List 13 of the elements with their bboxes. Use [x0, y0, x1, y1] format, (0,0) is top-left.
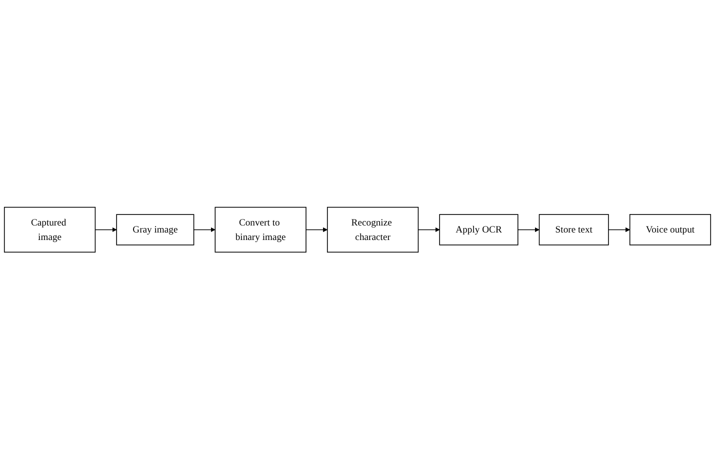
arrow	[193, 228, 216, 232]
node-box: Store text	[538, 214, 609, 246]
arrow	[306, 228, 328, 232]
node-box: Apply OCR	[439, 214, 518, 246]
arrow	[418, 228, 440, 232]
node-box: Captured image	[4, 207, 96, 253]
node-box: Gray image	[116, 214, 194, 246]
node-box: Recognize character	[326, 207, 419, 253]
arrow	[608, 228, 630, 232]
arrow	[94, 228, 117, 232]
node-box: Voice output	[629, 214, 712, 246]
node-box: Convert to binary image	[214, 207, 306, 253]
arrow	[518, 228, 540, 232]
